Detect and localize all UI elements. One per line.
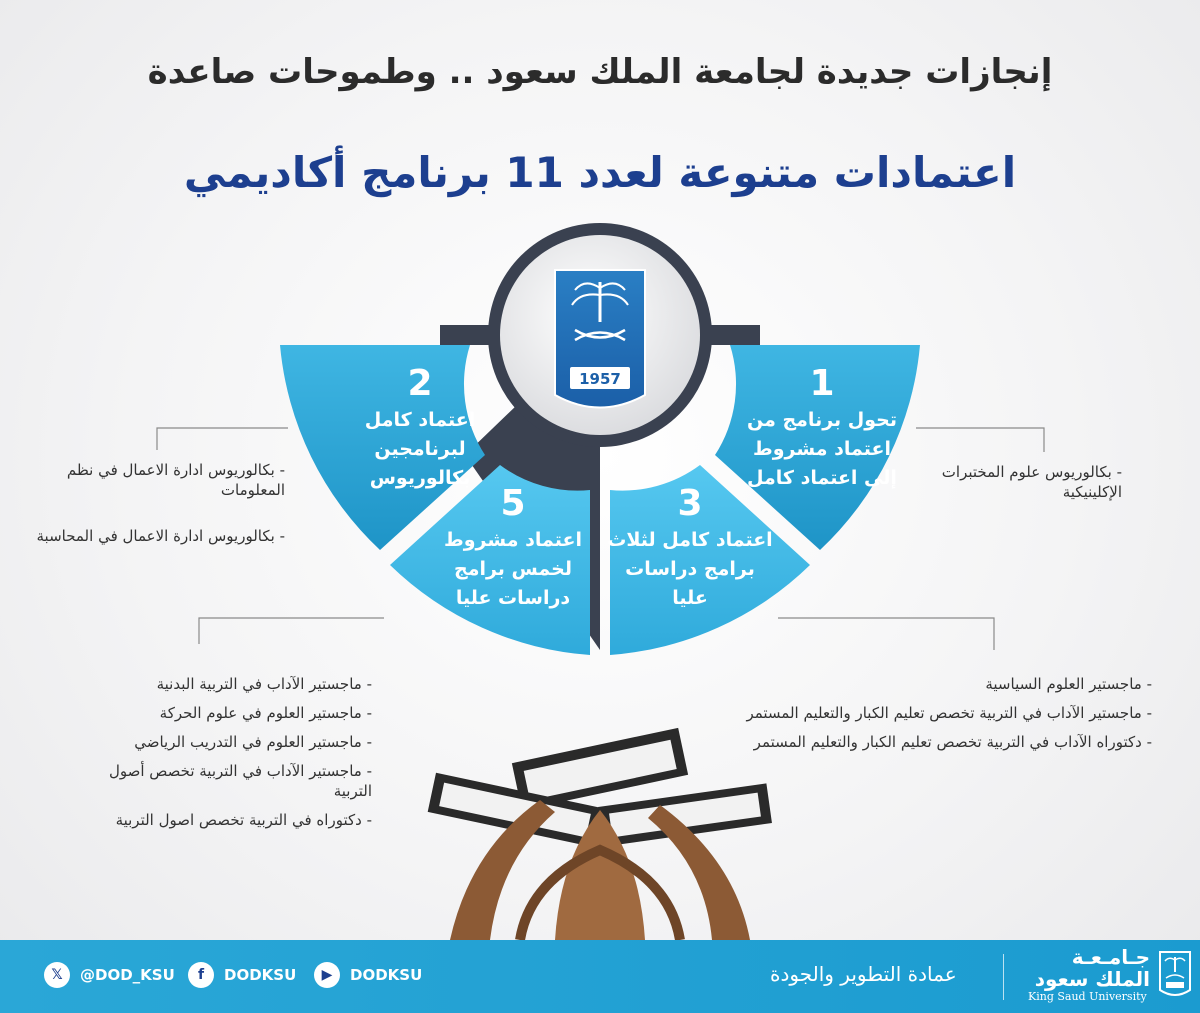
footer-divider: [1003, 954, 1004, 1000]
university-en: King Saud University: [1028, 990, 1147, 1003]
building-illustration: [427, 727, 772, 940]
university-ar-line-2: الملك سعود: [1034, 967, 1150, 991]
page-title: إنجازات جديدة لجامعة الملك سعود .. وطموح…: [147, 52, 1053, 92]
segment-3-text: 3 اعتماد كامل لثلاث برامج دراسات عليا: [585, 482, 795, 613]
deanship-name: عمادة التطوير والجودة: [770, 962, 957, 986]
list-item: بكالوريوس ادارة الاعمال في المحاسبة: [25, 526, 285, 546]
segment-2-label: اعتماد كامل لبرنامجين بكالوريوس: [364, 409, 476, 489]
segment-1-text: 1 تحول برنامج من اعتماد مشروط إلى اعتماد…: [717, 362, 927, 493]
segment-3-label: اعتماد كامل لثلاث برامج دراسات عليا: [607, 529, 773, 609]
segment-2-text: 2 اعتماد كامل لبرنامجين بكالوريوس: [320, 362, 520, 493]
university-wordmark: جـامـعـة الملك سعود King Saud University: [1010, 946, 1150, 1003]
list-item: ماجستير العلوم السياسية: [692, 674, 1152, 694]
youtube-link[interactable]: ▶ DODKSU: [314, 962, 422, 988]
segment-1-label: تحول برنامج من اعتماد مشروط إلى اعتماد ك…: [747, 409, 897, 489]
list-item: بكالوريوس ادارة الاعمال في نظم المعلومات: [25, 460, 285, 500]
list-item: ماجستير العلوم في التدريب الرياضي: [72, 732, 372, 752]
x-twitter-icon: 𝕏: [44, 962, 70, 988]
university-emblem-icon: [1159, 951, 1191, 996]
segment-1: [715, 345, 920, 550]
university-ar-line-1: جـامـعـة: [1071, 945, 1150, 969]
list-segment-5: ماجستير الآداب في التربية البدنية ماجستي…: [72, 674, 372, 839]
list-item: دكتوراه في التربية تخصص اصول التربية: [72, 810, 372, 830]
list-item: ماجستير الآداب في التربية البدنية: [72, 674, 372, 694]
youtube-icon: ▶: [314, 962, 340, 988]
segment-2-number: 2: [407, 363, 433, 404]
list-item: بكالوريوس علوم المختبرات الإكلينيكية: [932, 462, 1122, 502]
accreditation-diagram: 1957: [156, 223, 1045, 940]
list-segment-2: بكالوريوس ادارة الاعمال في نظم المعلومات…: [25, 460, 286, 555]
footer-bar: 𝕏 @DOD_KSU f DODKSU ▶ DODKSU عمادة التطو…: [0, 940, 1200, 1013]
page-subtitle: اعتمادات متنوعة لعدد 11 برنامج أكاديمي: [183, 148, 1017, 197]
segment-5-text: 5 اعتماد مشروط لخمس برامج دراسات عليا: [408, 482, 618, 613]
twitter-handle: @DOD_KSU: [80, 966, 175, 984]
facebook-handle: DODKSU: [224, 966, 297, 984]
list-item: دكتوراه الآداب في التربية تخصص تعليم الك…: [692, 732, 1152, 752]
twitter-link[interactable]: 𝕏 @DOD_KSU: [44, 962, 175, 988]
university-logo: 1957: [554, 269, 646, 409]
segment-5-label: اعتماد مشروط لخمس برامج دراسات عليا: [444, 529, 582, 609]
list-item: ماجستير العلوم في علوم الحركة: [72, 703, 372, 723]
segment-5: [390, 465, 590, 655]
connector-lines: [156, 427, 1045, 650]
logo-year: 1957: [579, 370, 621, 388]
segment-5-number: 5: [500, 483, 526, 524]
list-item: ماجستير الآداب في التربية تخصص تعليم الك…: [692, 703, 1152, 723]
segment-3-number: 3: [677, 483, 703, 524]
segment-2: [280, 345, 485, 550]
list-segment-1: بكالوريوس علوم المختبرات الإكلينيكية: [932, 462, 1122, 511]
facebook-link[interactable]: f DODKSU: [188, 962, 296, 988]
segment-3: [610, 465, 810, 655]
facebook-icon: f: [188, 962, 214, 988]
segment-1-number: 1: [809, 363, 835, 404]
list-segment-3: ماجستير العلوم السياسية ماجستير الآداب ف…: [692, 674, 1152, 761]
youtube-handle: DODKSU: [350, 966, 423, 984]
list-item: ماجستير الآداب في التربية تخصص أصول التر…: [72, 761, 372, 801]
